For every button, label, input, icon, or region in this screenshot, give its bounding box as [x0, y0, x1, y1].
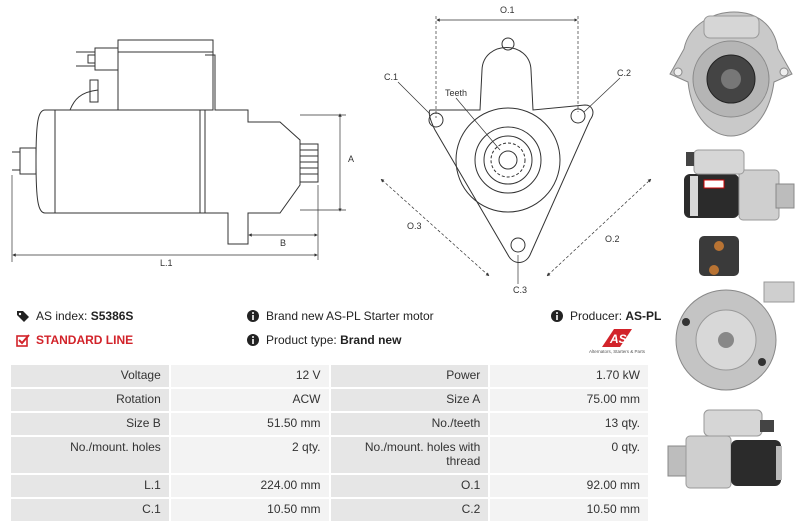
tag-icon	[17, 311, 29, 322]
table-row: No./mount. holes 2 qty. No./mount. holes…	[11, 437, 648, 473]
param-value: 224.00 mm	[170, 475, 329, 497]
standard-line-label: STANDARD LINE	[36, 333, 134, 347]
table-row: Voltage 12 V Power 1.70 kW	[11, 365, 648, 387]
info-icon	[247, 310, 259, 322]
dim-label-teeth: Teeth	[445, 88, 467, 98]
dim-label-o2: O.2	[605, 234, 620, 244]
dim-label-c3: C.3	[513, 285, 527, 295]
table-row: L.1 224.00 mm O.1 92.00 mm	[11, 475, 648, 497]
producer-value: AS-PL	[625, 309, 662, 323]
param-label: Voltage	[11, 365, 169, 387]
param-label: No./mount. holes	[11, 437, 169, 473]
info-icon	[247, 334, 259, 346]
dim-label-o1: O.1	[500, 5, 515, 15]
param-label: O.1	[330, 475, 489, 497]
param-label: Rotation	[11, 389, 169, 411]
standard-line-row: STANDARD LINE	[16, 333, 133, 347]
dim-label-c1: C.1	[384, 72, 398, 82]
param-value: 1.70 kW	[490, 365, 648, 387]
front-view-dimensions	[380, 16, 652, 284]
param-value: 92.00 mm	[490, 475, 648, 497]
param-label: Size A	[330, 389, 489, 411]
svg-text:AS: AS	[609, 332, 627, 346]
checkbox-checked-icon	[16, 334, 30, 347]
as-index-label: AS index:	[36, 309, 88, 323]
param-value: 10.50 mm	[170, 499, 329, 521]
as-index-value: S5386S	[90, 309, 134, 323]
producer-label: Producer:	[570, 309, 623, 323]
description-text: Brand new AS-PL Starter motor	[266, 309, 434, 323]
param-value: 0 qty.	[490, 437, 648, 473]
dim-label-o3: O.3	[407, 221, 422, 231]
param-value: ACW	[170, 389, 329, 411]
brand-logo: AS Alternators, Starters & Parts	[584, 328, 650, 358]
producer-row: Producer: AS-PL	[550, 309, 661, 323]
param-value: 2 qty.	[170, 437, 329, 473]
param-value: 51.50 mm	[170, 413, 329, 435]
product-photo-side-bottom	[664, 406, 798, 518]
product-photo-side-top	[664, 146, 798, 224]
table-row: Rotation ACW Size A 75.00 mm	[11, 389, 648, 411]
brand-logo-mark: AS	[602, 329, 632, 347]
dim-label-l1: L.1	[160, 258, 173, 268]
param-label: L.1	[11, 475, 169, 497]
product-type-value: Brand new	[340, 333, 402, 347]
param-value: 12 V	[170, 365, 329, 387]
param-value: 75.00 mm	[490, 389, 648, 411]
dim-label-c2: C.2	[617, 68, 631, 78]
dim-label-b: B	[280, 238, 286, 248]
param-label: No./teeth	[330, 413, 489, 435]
description-row: Brand new AS-PL Starter motor	[246, 309, 434, 323]
param-value: 13 qty.	[490, 413, 648, 435]
technical-drawing: A B L.1 O.1 O.3 O.2 C.1 C.2 C.3 Teeth	[11, 5, 652, 295]
front-view-drawing	[428, 37, 594, 263]
product-type-row: Product type: Brand new	[246, 333, 401, 347]
brand-tagline: Alternators, Starters & Parts	[588, 349, 646, 354]
dim-label-a: A	[348, 154, 354, 164]
product-photo-front	[664, 4, 798, 142]
parameters-table: Voltage 12 V Power 1.70 kW Rotation ACW …	[9, 363, 650, 523]
product-type-label: Product type:	[266, 333, 337, 347]
info-icon	[551, 310, 563, 322]
side-view-drawing	[12, 39, 319, 245]
param-label: Power	[330, 365, 489, 387]
param-label: C.1	[11, 499, 169, 521]
table-row: C.1 10.50 mm C.2 10.50 mm	[11, 499, 648, 521]
table-row: Size B 51.50 mm No./teeth 13 qty.	[11, 413, 648, 435]
param-label: C.2	[330, 499, 489, 521]
param-label: No./mount. holes with thread	[330, 437, 489, 473]
side-view-dimensions	[11, 113, 346, 262]
param-value: 10.50 mm	[490, 499, 648, 521]
param-label: Size B	[11, 413, 169, 435]
as-index-row: AS index: S5386S	[16, 309, 133, 323]
product-photo-rear	[664, 230, 798, 402]
